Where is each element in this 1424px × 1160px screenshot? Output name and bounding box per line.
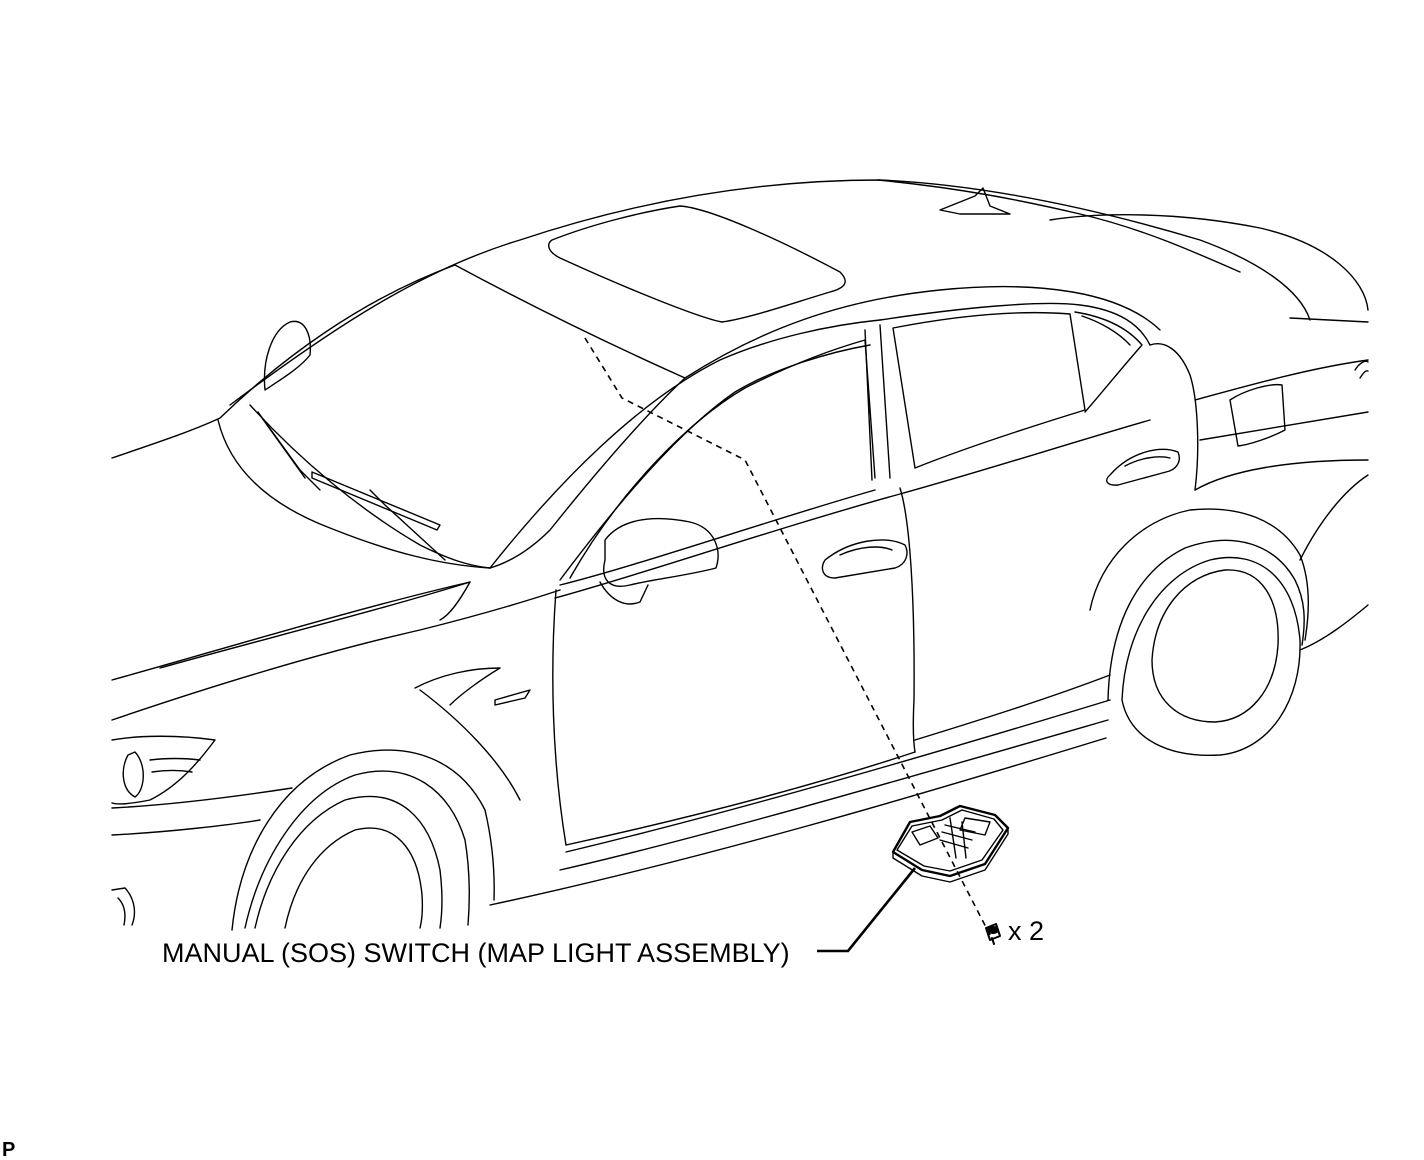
cowl-line <box>217 419 491 569</box>
rear-door-handle-inner <box>1124 456 1171 467</box>
fender-marker <box>494 689 531 706</box>
front-door-handle-inner <box>839 546 893 556</box>
map-light-body <box>891 804 1010 878</box>
headlight-inner <box>149 757 201 773</box>
left-side-mirror <box>263 320 312 391</box>
hood-crease-2 <box>159 581 471 669</box>
wiper-right <box>311 471 441 531</box>
map-light-edge <box>892 827 1009 883</box>
a-pillar-outer <box>219 264 456 419</box>
rocker-lower <box>489 737 1107 906</box>
front-door-shutline <box>552 589 567 846</box>
rear-wheel-arch <box>1089 508 1309 641</box>
install-path-dashed-line <box>584 337 991 936</box>
front-fender-top <box>414 667 501 706</box>
front-rim <box>284 827 424 929</box>
trunk-edge <box>1289 317 1369 323</box>
fuel-door <box>1229 383 1286 447</box>
rear-door-handle <box>1106 448 1180 486</box>
front-door-glass-lower <box>559 489 876 586</box>
map-light-ribs <box>939 817 976 859</box>
c-pillar <box>1074 311 1143 413</box>
windshield-top <box>454 264 686 379</box>
wiper-left <box>257 411 321 491</box>
rear-rim <box>1151 569 1279 723</box>
rear-quarter <box>1149 343 1199 491</box>
a-pillar <box>489 319 881 569</box>
roof-outer-edge <box>877 179 1241 273</box>
taillight-edge <box>1354 360 1369 379</box>
map-light-top-face <box>896 809 1004 872</box>
map-light-lens-left <box>911 825 939 846</box>
front-window-frame <box>569 339 876 579</box>
headlight-lens <box>122 751 144 798</box>
front-door-bottom <box>565 751 916 846</box>
rear-quarter-lower <box>1194 459 1369 491</box>
windshield-right-pillar <box>489 377 686 569</box>
body-side-line <box>1194 359 1369 401</box>
fog-light <box>111 887 136 926</box>
map-light-assembly <box>891 804 1010 883</box>
hood-front-edge <box>111 589 561 721</box>
map-light-lens-right <box>959 817 991 836</box>
b-pillar-front <box>864 324 891 481</box>
front-bumper <box>111 787 293 836</box>
rear-fender-top <box>1199 411 1369 441</box>
front-door-handle <box>821 539 908 579</box>
rocker-panel <box>559 699 1111 871</box>
rear-door-window <box>892 311 1086 469</box>
figure-code: P <box>2 1139 15 1160</box>
beltline <box>554 419 1151 599</box>
rear-tire <box>1121 556 1301 757</box>
hood-line-left <box>111 417 221 459</box>
roof-antenna <box>939 187 1011 215</box>
callout-leader-line <box>817 867 917 953</box>
front-tire <box>254 795 443 929</box>
rear-wheel-arch-inner <box>1107 539 1305 701</box>
center-door-shutline <box>899 487 916 753</box>
wiper-arm <box>369 489 446 561</box>
headlight <box>111 735 216 805</box>
rear-door-bottom <box>914 674 1111 741</box>
trunk-outline <box>1049 214 1369 311</box>
fender-crease <box>419 689 521 801</box>
hood-crease-1 <box>111 581 471 681</box>
roof-rail <box>684 285 1161 379</box>
mirror-base <box>599 581 649 605</box>
front-wheel-arch-inner <box>244 770 470 929</box>
windshield-left <box>249 404 491 569</box>
screw-icon <box>985 923 1001 945</box>
roof-rail-lower <box>879 302 1151 346</box>
sunroof <box>548 205 846 323</box>
roof-outline <box>229 179 1311 406</box>
car-illustration <box>111 179 1369 931</box>
right-side-mirror <box>603 517 719 587</box>
front-wheel-arch <box>231 749 495 931</box>
part-callout-label: MANUAL (SOS) SWITCH (MAP LIGHT ASSEMBLY) <box>162 938 790 968</box>
screw-count-label: x 2 <box>1008 916 1044 946</box>
rear-bumper <box>1299 474 1369 651</box>
